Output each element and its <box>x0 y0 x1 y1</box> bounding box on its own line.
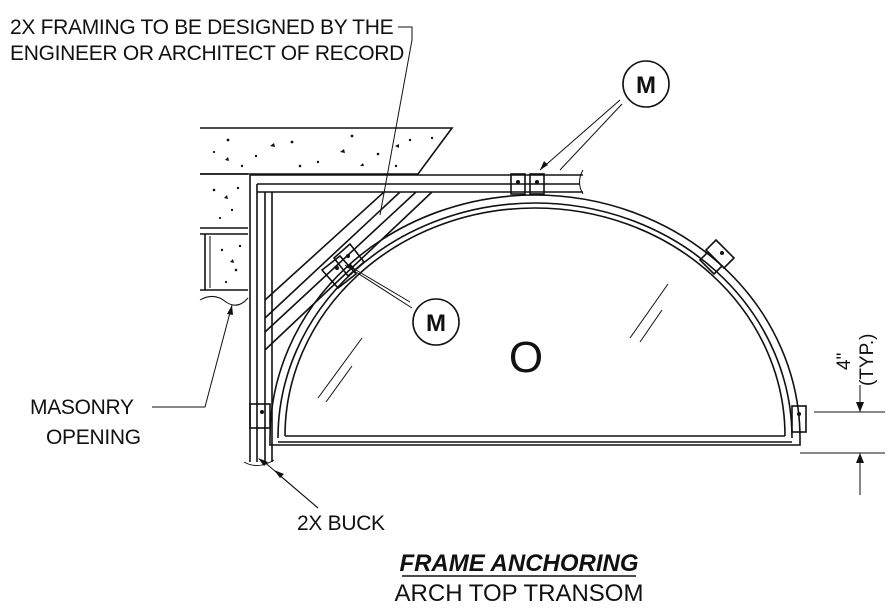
glass-mark: O <box>509 333 543 382</box>
framing-top <box>250 169 584 195</box>
anchor-clip-brace <box>320 242 366 290</box>
anchor-clip-top <box>510 173 545 195</box>
dimension-note: (TYP.) <box>857 334 878 386</box>
glass-reflection <box>317 283 669 403</box>
sill-dimension <box>800 385 885 495</box>
title-sub: ARCH TOP TRANSOM <box>395 580 644 607</box>
anchor-clip-arch <box>698 238 736 276</box>
anchor-clip-left-sill <box>249 403 271 429</box>
title-main: FRAME ANCHORING <box>399 550 638 577</box>
arch-transom-frame <box>269 194 801 446</box>
callout-bubble-top: M <box>622 60 670 108</box>
diagonal-brace <box>264 191 433 351</box>
dimension-value: 4" <box>834 353 855 370</box>
callout-bubble-mid: M <box>412 298 460 346</box>
leader-lines <box>152 26 623 509</box>
anchor-clip-right-sill <box>791 405 807 433</box>
callout-m-mid: M <box>426 310 446 337</box>
framing-note-line1: 2X FRAMING TO BE DESIGNED BY THE <box>10 16 394 39</box>
callout-m-top: M <box>636 72 656 99</box>
buck-note: 2X BUCK <box>297 512 385 535</box>
masonry-lintel <box>200 127 454 175</box>
masonry-note-line2: OPENING <box>46 426 141 449</box>
masonry-wall <box>199 173 249 306</box>
framing-note-line2: ENGINEER OR ARCHITECT OF RECORD <box>10 42 404 65</box>
masonry-note-line1: MASONRY <box>30 396 134 419</box>
